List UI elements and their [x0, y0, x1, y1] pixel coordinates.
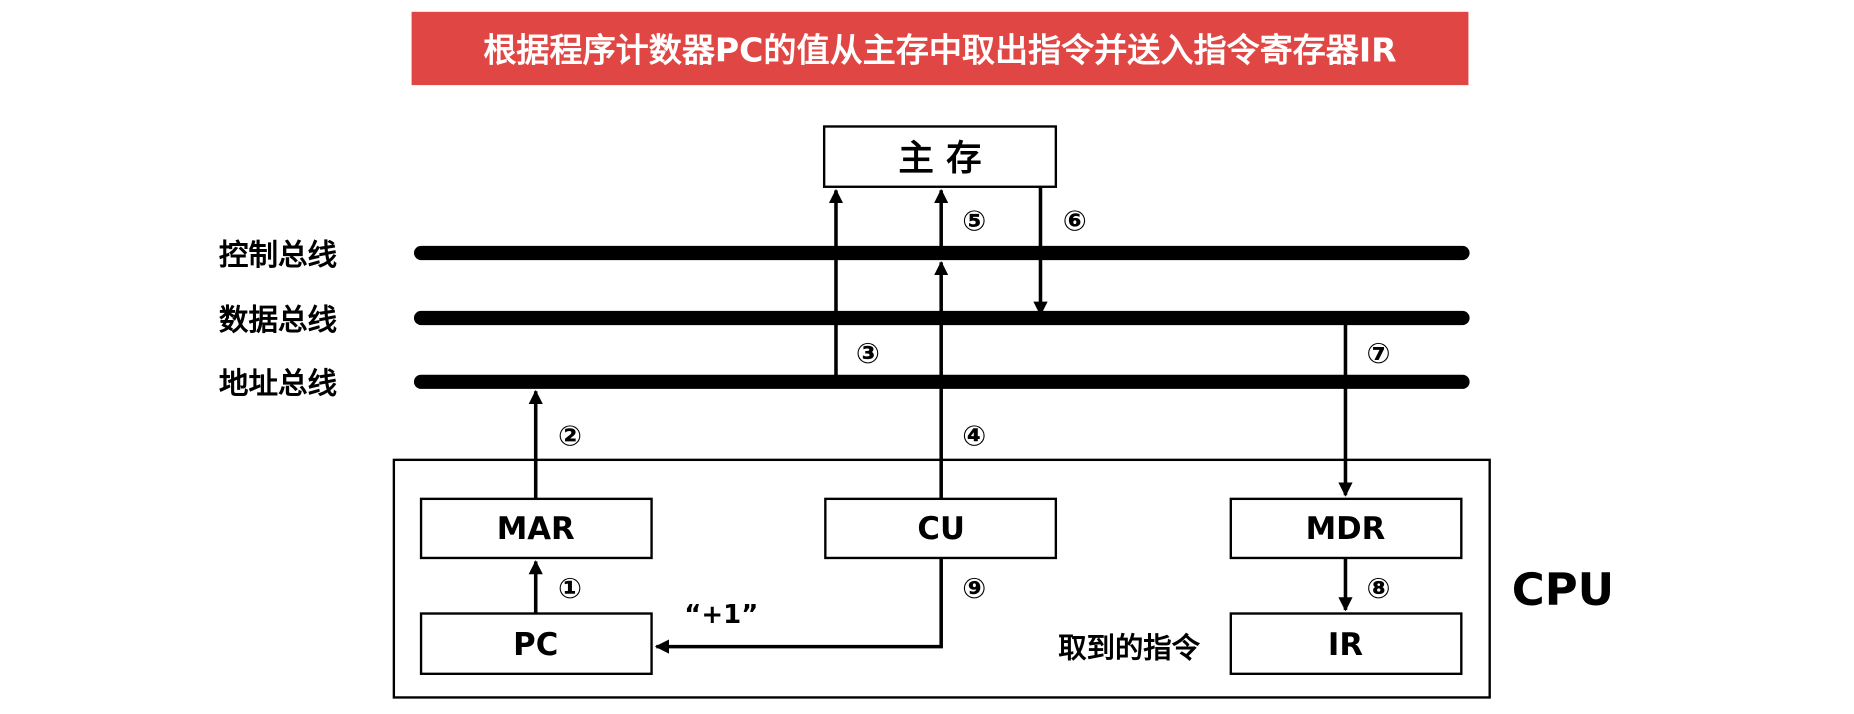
mar-label: MAR: [497, 511, 575, 547]
step-2: ②: [558, 420, 582, 453]
mar-box: [419, 497, 653, 560]
step-6: ⑥: [1063, 205, 1087, 238]
data-bus-label: 数据总线: [219, 303, 337, 337]
ir-label: IR: [1328, 627, 1363, 663]
main-memory-box: [822, 125, 1058, 188]
arrow-cu-to-pc: [654, 557, 943, 654]
mdr-label: MDR: [1306, 511, 1386, 547]
step-1: ①: [558, 572, 582, 605]
main-memory-label: 主 存: [898, 138, 981, 179]
step-8: ⑧: [1367, 572, 1391, 605]
step-9: ⑨: [962, 572, 986, 605]
title-banner: [411, 11, 1469, 86]
step-4: ④: [962, 420, 986, 453]
address-bus-label: 地址总线: [219, 367, 337, 401]
control-bus-label: 控制总线: [219, 238, 337, 272]
step-7: ⑦: [1367, 337, 1391, 370]
cu-label: CU: [917, 511, 964, 547]
fetched-instruction-label: 取到的指令: [1058, 631, 1200, 664]
cpu-label: CPU: [1512, 563, 1614, 616]
ir-box: [1229, 612, 1463, 675]
pc-box: [419, 612, 653, 675]
title-text: 根据程序计数器PC的值从主存中取出指令并送入指令寄存器IR: [483, 30, 1396, 69]
step-3: ③: [856, 337, 880, 370]
step-5: ⑤: [962, 205, 986, 238]
plus-one-label: “+1”: [684, 600, 758, 630]
pc-label: PC: [513, 627, 558, 663]
